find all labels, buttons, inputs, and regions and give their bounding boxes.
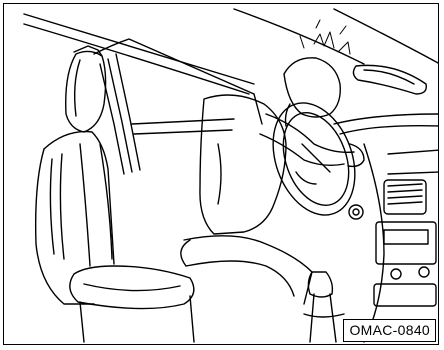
driver-legs xyxy=(181,236,312,304)
center-vents xyxy=(384,180,426,214)
driver-head xyxy=(284,58,340,126)
ignition-button xyxy=(349,205,363,219)
rearview-mirror xyxy=(353,65,426,94)
figure-frame: OMAC-0840 xyxy=(3,3,439,345)
airbag-burst xyxy=(300,20,350,54)
airbag-illustration xyxy=(4,4,439,345)
figure-code-label: OMAC-0840 xyxy=(343,319,436,342)
driver-arms xyxy=(260,114,364,166)
center-radio xyxy=(374,222,436,306)
driver-torso xyxy=(200,95,286,234)
seat-back xyxy=(36,132,114,304)
door-window-frame xyxy=(94,39,262,174)
seat-headrest xyxy=(66,46,106,132)
seat-cushion xyxy=(70,266,194,342)
